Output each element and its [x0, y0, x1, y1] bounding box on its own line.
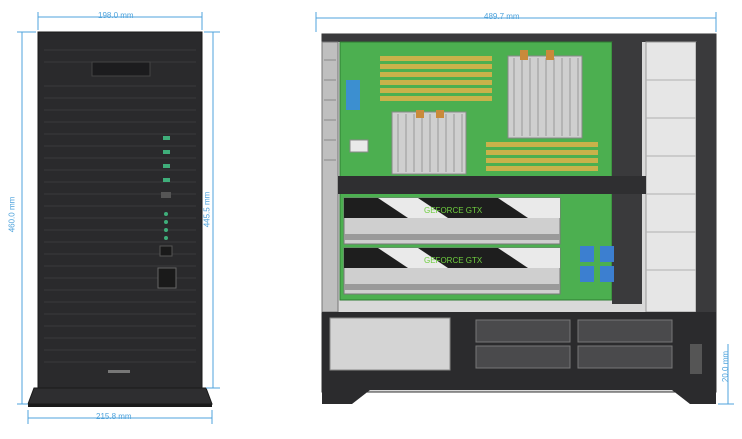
side-base [322, 376, 716, 404]
front-dimension-lines [17, 12, 220, 424]
expansion-card-1 [580, 246, 594, 262]
rear-foot-bracket [690, 344, 702, 374]
cpu-heatsink-right [507, 50, 583, 139]
ram-slots-upper [380, 56, 492, 101]
expansion-card-4 [600, 266, 614, 282]
gpu-bottom [343, 247, 561, 295]
brand-logo [108, 370, 130, 373]
front-base-width-label: 215.8 mm [96, 412, 132, 421]
side-rail-right [696, 42, 716, 312]
front-grill [44, 49, 196, 363]
side-view: GEFORCE GTX GEFORCE GTX [321, 33, 717, 404]
front-height-right-label: 445.5 mm [202, 191, 212, 228]
front-width-label: 198.0 mm [98, 11, 134, 20]
gpu-top-label: GEFORCE GTX [424, 206, 483, 215]
reset-button [159, 245, 173, 257]
front-height-left-label: 460.0 mm [7, 196, 17, 233]
ram-slots-lower [486, 142, 598, 171]
top-rail [322, 34, 716, 42]
front-io-ports [161, 136, 171, 240]
optical-drive-bay [91, 61, 151, 77]
hdd-bays [475, 319, 673, 369]
onboard-chip [346, 80, 360, 110]
front-base [27, 387, 213, 405]
rear-io-panel [321, 41, 339, 313]
drive-cage [645, 41, 697, 313]
divider-bar [338, 176, 646, 194]
side-dimension-lines [315, 12, 734, 405]
gpu-bottom-label: GEFORCE GTX [424, 256, 483, 265]
side-foot-height-label: 20.0 mm [721, 350, 731, 383]
front-view [27, 31, 213, 407]
cable-channel [612, 42, 642, 304]
cpu-heatsink-left [391, 110, 467, 175]
gpu-top [343, 197, 561, 245]
power-button [157, 267, 177, 289]
expansion-card-2 [600, 246, 614, 262]
onboard-connector [349, 139, 369, 153]
side-depth-label: 489.7 mm [484, 12, 520, 21]
expansion-card-3 [580, 266, 594, 282]
front-panel [37, 31, 203, 389]
psu [329, 317, 451, 371]
